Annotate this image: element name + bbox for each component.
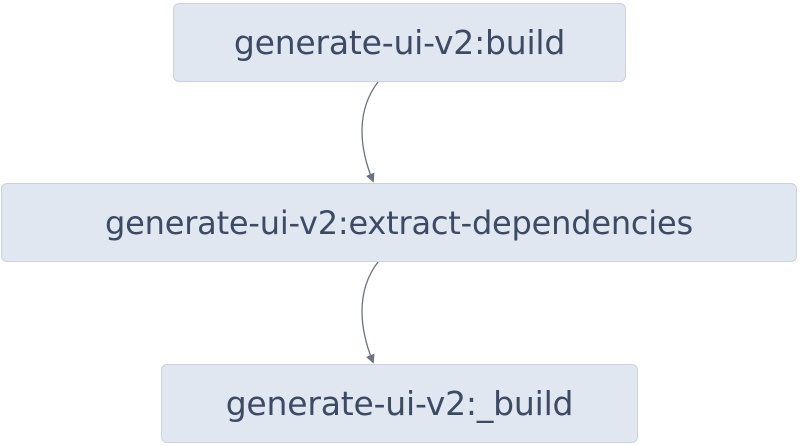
- node-label: generate-ui-v2:build: [233, 23, 566, 62]
- node-label: generate-ui-v2:_build: [225, 384, 574, 423]
- edge-extract-to-ubuild: [361, 261, 379, 364]
- node-generate-ui-v2-extract-dependencies[interactable]: generate-ui-v2:extract-dependencies: [1, 183, 797, 262]
- node-generate-ui-v2-build[interactable]: generate-ui-v2:build: [173, 3, 626, 82]
- node-generate-ui-v2-underscore-build[interactable]: generate-ui-v2:_build: [161, 364, 638, 443]
- node-label: generate-ui-v2:extract-dependencies: [105, 203, 693, 242]
- edge-build-to-extract: [361, 81, 379, 183]
